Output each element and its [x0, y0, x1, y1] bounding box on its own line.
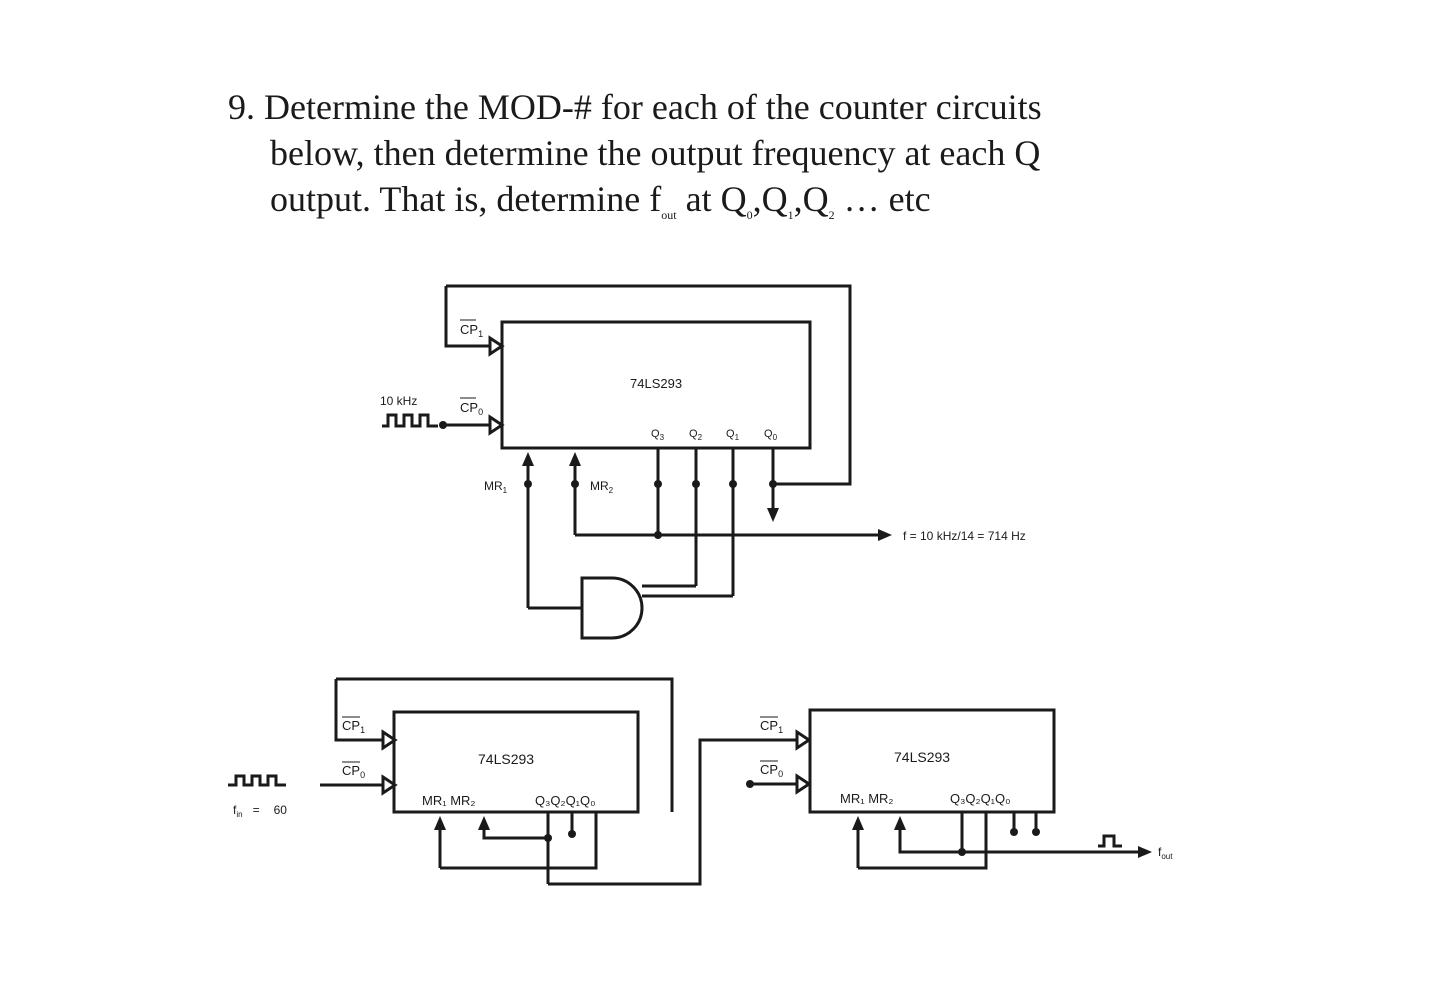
chip-74ls293-right: [808, 708, 1056, 814]
left-reset-dot: [544, 834, 552, 842]
q0-arrow-icon: [767, 508, 779, 522]
fout-pulse-icon: [1098, 834, 1122, 848]
q1-label: Q1: [726, 428, 740, 442]
mr2-dot: [571, 480, 579, 488]
left-reset-wire: [440, 812, 598, 870]
right-cp1-triangle: [795, 729, 812, 751]
fout-arrow-icon: [1138, 846, 1152, 858]
mr1-label: MR1: [484, 479, 508, 495]
circuit-2: 74LS293 CP1 CP0 fin=60 MR₁ MR₂ Q₃Q₂Q₁Q₀ …: [228, 677, 1173, 886]
mr1-arrow-icon: [522, 452, 534, 466]
left-mr2-wire: [482, 828, 548, 840]
left-q2-dot: [568, 830, 576, 838]
left-mr-labels: MR₁ MR₂: [422, 793, 475, 808]
fin-label: fin=60: [233, 803, 287, 819]
chip-label-top: 74LS293: [630, 376, 682, 391]
right-mr-labels: MR₁ MR₂: [840, 791, 893, 806]
output-arrow-icon: [878, 529, 892, 541]
question-text: 9. Determine the MOD-# for each of the c…: [228, 84, 1188, 238]
cp1-label: CP1: [460, 322, 483, 339]
fout-label: fout: [1158, 845, 1173, 861]
left-feedback-top-wire: [336, 677, 674, 812]
chip-74ls293-left: [392, 710, 640, 814]
circuit-1: 74LS293 CP1 10 kHz CP0 Q3 Q2 Q1 Q0: [380, 284, 1026, 640]
chip-right-label: 74LS293: [894, 749, 950, 765]
left-cp1-triangle: [381, 729, 398, 751]
left-mr1-arrow-icon: [434, 816, 446, 830]
inter-chip-wire: [548, 738, 808, 886]
left-q-labels: Q₃Q₂Q₁Q₀: [535, 793, 596, 808]
output-frequency-note: f = 10 kHz/14 = 714 Hz: [903, 529, 1026, 543]
chip-left-label: 74LS293: [478, 751, 534, 767]
question-line-1: 9. Determine the MOD-# for each of the c…: [228, 87, 1042, 127]
q3-label: Q3: [651, 428, 665, 442]
question-line-3: output. That is, determine fout at Q0,Q1…: [270, 179, 931, 223]
left-cp0-label: CP0: [342, 763, 365, 780]
left-feedback-cp1-wire: [334, 679, 383, 742]
q1-tap-dot: [729, 480, 737, 488]
feedback-wire-q0-cp1: [446, 284, 852, 486]
q0-tap-dot: [769, 480, 777, 488]
right-q0-dot: [1032, 828, 1040, 836]
q3-tap-dot: [654, 480, 662, 488]
right-cp1-label: CP1: [760, 718, 783, 735]
question-line-2: below, then determine the output frequen…: [270, 133, 1041, 173]
left-cp1-label: CP1: [342, 718, 365, 735]
output-junction-dot: [654, 531, 662, 539]
mr2-label: MR2: [590, 479, 614, 495]
right-mr1-arrow-icon: [852, 816, 864, 830]
left-cp0-triangle: [381, 774, 398, 796]
q2-label: Q2: [689, 428, 703, 442]
right-cp0-triangle: [795, 773, 812, 795]
clock-waveform-icon: [382, 413, 438, 428]
right-q-labels: Q₃Q₂Q₁Q₀: [950, 791, 1011, 806]
right-q1-dot: [1010, 828, 1018, 836]
cp0-label: CP0: [460, 400, 483, 417]
and-gate: [580, 576, 644, 640]
right-reset-wire: [858, 812, 988, 870]
mr1-dot: [524, 480, 532, 488]
cp1-clock-triangle: [488, 335, 505, 357]
q0-label: Q0: [764, 428, 778, 442]
right-mr2-wire: [898, 828, 962, 854]
chip-74ls293-top: [500, 320, 812, 450]
mr2-arrow-icon: [569, 452, 581, 466]
cp0-clock-triangle: [488, 414, 505, 436]
right-cp0-label: CP0: [760, 762, 783, 779]
input-frequency-label: 10 kHz: [380, 394, 417, 408]
fin-clock-waveform-icon: [228, 774, 286, 787]
q2-tap-dot: [692, 480, 700, 488]
left-mr2-arrow-icon: [478, 816, 490, 830]
right-mr2-arrow-icon: [894, 816, 906, 830]
feedback-wire-left: [444, 286, 490, 348]
